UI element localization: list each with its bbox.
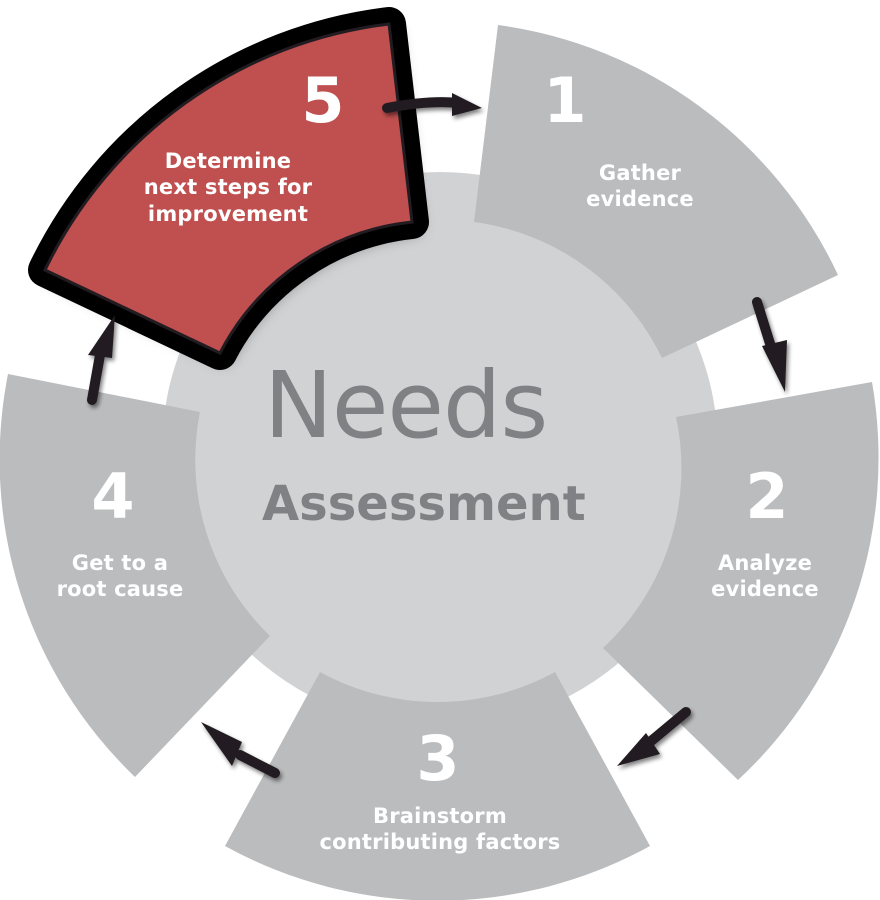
step-1-number: 1 (543, 64, 587, 137)
arrow-2-to-3 (617, 707, 691, 766)
arrow-4-to-5 (87, 315, 115, 405)
step-5-number: 5 (301, 64, 345, 137)
segment-step-4[interactable] (0, 374, 270, 777)
step-4-label-line1: Get to a (71, 551, 169, 575)
step-1-label-line2: evidence (586, 187, 694, 212)
segment-step-2[interactable] (603, 382, 879, 780)
center-circle (162, 172, 718, 728)
step-2-label-line2: evidence (711, 577, 819, 602)
step-2-number: 2 (745, 460, 789, 533)
segment-step-1[interactable] (474, 25, 838, 358)
step-4-number: 4 (91, 460, 135, 533)
step-3-label-line1: Brainstorm (373, 804, 507, 828)
step-5-label: Determine next steps for improvement (128, 148, 328, 227)
diagram-title-assessment: Assessment (262, 476, 586, 532)
segment-step-3[interactable] (225, 672, 650, 900)
step-2-label: Analyze evidence (685, 550, 845, 603)
arrow-1-to-2 (752, 297, 787, 392)
diagram-title-needs: Needs (264, 352, 548, 459)
step-1-label-line1: Gather (598, 161, 682, 185)
step-4-label: Get to a root cause (40, 550, 200, 603)
segment-step-5[interactable] (42, 22, 414, 355)
step-5-label-line1: Determine (164, 149, 292, 173)
step-5-label-line3: improvement (147, 201, 309, 226)
step-2-label-line1: Analyze (717, 551, 813, 575)
step-1-label: Gather evidence (560, 160, 720, 213)
step-3-number: 3 (416, 722, 460, 795)
step-3-label-line2: contributing factors (319, 830, 561, 855)
step-4-label-line2: root cause (56, 577, 184, 602)
arrow-5-to-1 (382, 93, 482, 116)
arrow-3-to-4 (201, 722, 280, 778)
step-3-label: Brainstorm contributing factors (290, 803, 590, 856)
step-5-label-line2: next steps for (143, 175, 313, 200)
